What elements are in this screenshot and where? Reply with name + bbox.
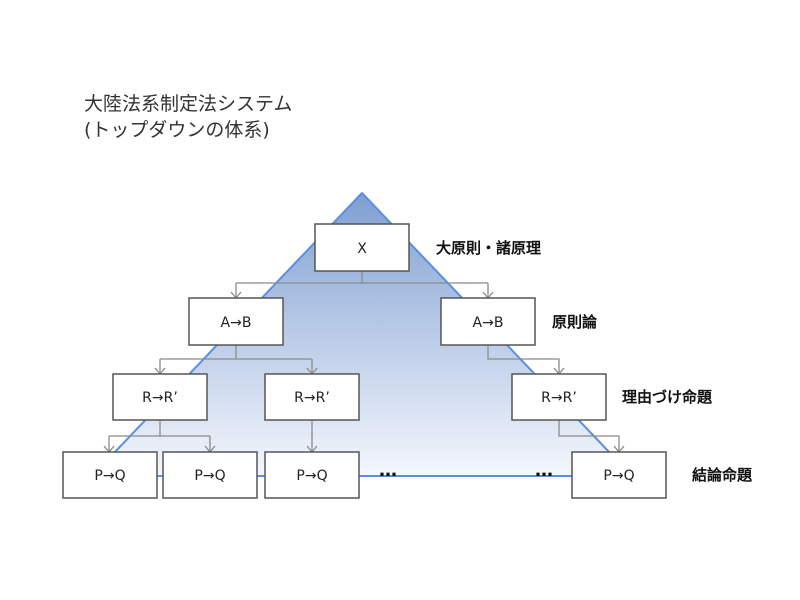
level-label-1: 原則論 [552,313,598,331]
title-line-1: 大陸法系制定法システム [84,93,293,115]
node-root: X [314,223,410,272]
node-l2-c: R→R’ [511,373,607,421]
node-l2-b: R→R’ [264,373,360,421]
node-l3-d-label: P→Q [603,468,634,484]
node-root-label: X [357,241,367,257]
node-l3-b-label: P→Q [194,468,225,484]
node-l3-c: P→Q [264,451,360,499]
node-l1-left: A→B [188,297,284,346]
node-l3-d: P→Q [571,451,667,499]
node-l1-right: A→B [440,297,536,346]
node-l2-a-label: R→R’ [142,390,178,406]
node-l3-c-label: P→Q [296,468,327,484]
node-l3-a: P→Q [62,451,158,499]
node-l3-a-label: P→Q [94,468,125,484]
node-l1-right-label: A→B [473,315,504,331]
ellipsis-left: … [379,460,397,481]
node-l2-c-label: R→R’ [541,390,577,406]
level-label-2: 理由づけ命題 [622,388,713,406]
connectors [108,271,620,452]
node-l2-a: R→R’ [112,373,208,421]
node-l1-left-label: A→B [221,315,252,331]
node-l2-b-label: R→R’ [294,390,330,406]
node-l3-b: P→Q [162,451,258,499]
ellipsis-right: … [535,460,553,481]
level-label-0: 大原則・諸原理 [436,239,541,257]
level-label-3: 結論命題 [692,466,753,484]
title-line-2: (トップダウンの体系) [84,119,270,141]
